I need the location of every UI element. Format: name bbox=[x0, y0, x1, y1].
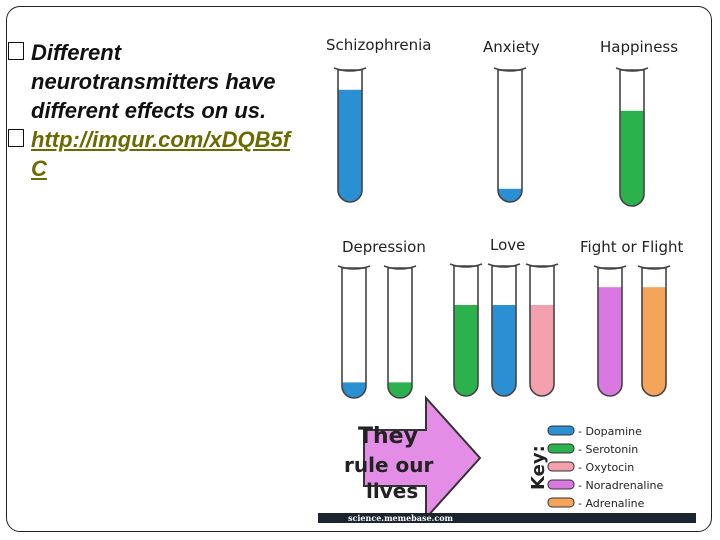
footer-bar bbox=[318, 513, 696, 523]
bullet-text: Different neurotransmitters have differe… bbox=[31, 40, 276, 123]
bullet-item-link: http://imgur.com/xDQB5fC bbox=[8, 125, 298, 183]
key-label: - Serotonin bbox=[578, 443, 638, 456]
test-tube-love bbox=[449, 263, 483, 397]
tube-liquid bbox=[492, 305, 516, 396]
bullet-list: Different neurotransmitters have differe… bbox=[8, 38, 298, 183]
key-item: - Adrenaline bbox=[547, 497, 645, 510]
label-fight-or-flight: Fight or Flight bbox=[580, 238, 683, 256]
arrow-text-line3: lives bbox=[366, 479, 418, 503]
key-swatch bbox=[547, 461, 575, 472]
tube-liquid bbox=[342, 382, 366, 398]
bullet-item: Different neurotransmitters have differe… bbox=[8, 38, 298, 125]
imgur-link[interactable]: http://imgur.com/xDQB5fC bbox=[31, 127, 291, 181]
footer-text: science.memebase.com bbox=[348, 513, 454, 523]
key-item: - Dopamine bbox=[547, 425, 642, 438]
key-swatch bbox=[547, 497, 575, 508]
color-key: Key: - Dopamine - Serotonin - Oxytocin - No… bbox=[528, 425, 664, 510]
bullet-box-icon bbox=[8, 42, 24, 60]
key-item: - Noradrenaline bbox=[547, 479, 664, 492]
test-tube-fight_or_flight bbox=[593, 265, 627, 397]
key-item: - Serotonin bbox=[547, 443, 638, 456]
arrow-graphic: They rule our lives bbox=[344, 395, 482, 521]
key-label: - Dopamine bbox=[578, 425, 642, 438]
key-title: Key: bbox=[528, 445, 549, 490]
test-tube-love bbox=[487, 263, 521, 397]
tube-liquid bbox=[642, 287, 666, 396]
test-tube-anxiety bbox=[493, 67, 527, 203]
test-tube-depression bbox=[383, 265, 417, 399]
arrow-text-line1: They bbox=[358, 424, 418, 449]
tube-liquid bbox=[530, 305, 554, 396]
tube-liquid bbox=[338, 89, 362, 202]
neurotransmitter-comic: Schizophrenia Anxiety Happiness Depressi… bbox=[318, 36, 696, 523]
label-love: Love bbox=[490, 236, 525, 254]
tube-liquid bbox=[388, 382, 412, 398]
tube-liquid bbox=[454, 305, 478, 396]
bullet-box-icon bbox=[8, 129, 24, 147]
test-tube-depression bbox=[337, 265, 371, 399]
label-happiness: Happiness bbox=[600, 38, 678, 56]
tube-liquid bbox=[620, 110, 644, 206]
label-depression: Depression bbox=[342, 238, 426, 256]
test-tube-love bbox=[525, 263, 559, 397]
key-swatch bbox=[547, 443, 575, 454]
test-tube-fight_or_flight bbox=[637, 265, 671, 397]
test-tubes bbox=[333, 67, 671, 399]
key-label: - Adrenaline bbox=[578, 497, 645, 510]
key-item: - Oxytocin bbox=[547, 461, 634, 474]
tube-liquid bbox=[498, 188, 522, 202]
arrow-text-line2: rule our bbox=[344, 453, 433, 477]
key-swatch bbox=[547, 425, 575, 436]
key-swatch bbox=[547, 479, 575, 490]
key-label: - Noradrenaline bbox=[578, 479, 664, 492]
label-schizophrenia: Schizophrenia bbox=[326, 36, 431, 54]
tube-liquid bbox=[598, 287, 622, 396]
key-label: - Oxytocin bbox=[578, 461, 634, 474]
slide-frame bbox=[6, 6, 712, 532]
test-tube-happiness bbox=[615, 67, 649, 207]
label-anxiety: Anxiety bbox=[483, 38, 540, 56]
test-tube-schizophrenia bbox=[333, 67, 367, 203]
